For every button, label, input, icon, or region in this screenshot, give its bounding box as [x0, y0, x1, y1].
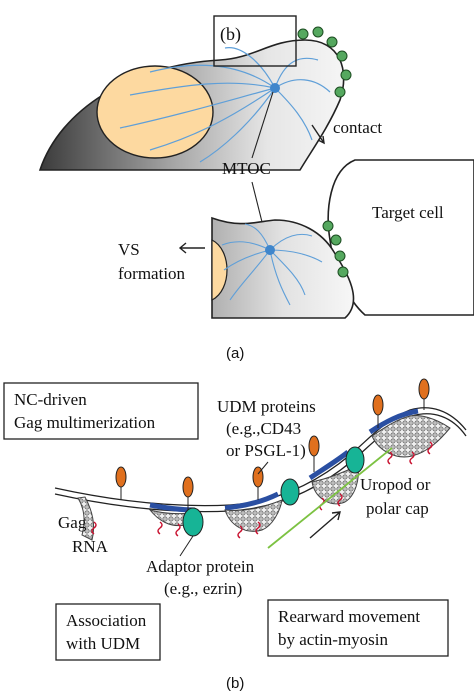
udm-proteins [115, 378, 430, 510]
nc-box-line1: NC-driven [14, 390, 87, 409]
gag-lattices [77, 415, 451, 541]
microtubules [119, 47, 331, 163]
mtoc-pointer-top [251, 91, 274, 159]
caption-a: (a) [226, 345, 244, 362]
assoc-box [55, 603, 161, 661]
nucleus [96, 65, 214, 159]
uropod-line2: polar cap [366, 499, 429, 518]
rear-line1: Rearward movement [278, 607, 420, 626]
assoc-line2: with UDM [66, 634, 140, 653]
vs-label-2: formation [118, 264, 186, 283]
nucleus-bottom [211, 239, 228, 301]
actin-filament [267, 447, 393, 549]
target-cell [327, 159, 474, 316]
udm-line1: UDM proteins [217, 397, 316, 416]
target-cell-label: Target cell [372, 203, 444, 222]
panel-a: (b) contact MTOC Target cell [38, 15, 474, 362]
microtubules-bottom [221, 223, 323, 306]
uropod-line1: Uropod or [360, 475, 431, 494]
rearward-arrow [309, 511, 341, 539]
adaptor-pointer [179, 535, 194, 557]
vs-arrow [178, 242, 205, 254]
virions-synapse [322, 220, 349, 278]
caption-b: (b) [226, 675, 244, 692]
nc-box-line2: Gag multimerization [14, 413, 156, 432]
rear-line2: by actin-myosin [278, 630, 389, 649]
contact-arrow [311, 124, 325, 144]
contact-label: contact [333, 118, 382, 137]
rear-box [267, 599, 449, 657]
mtoc-label: MTOC [222, 159, 271, 178]
rna-strands [91, 441, 433, 539]
adaptor-line2: (e.g., ezrin) [164, 579, 242, 598]
vs-label-1: VS [118, 240, 140, 259]
panel-b: NC-driven Gag multimerization UDM protei… [3, 378, 467, 692]
adaptor-proteins [182, 446, 365, 537]
udm-pointer [257, 461, 269, 475]
adaptor-line1: Adaptor protein [146, 557, 255, 576]
nc-box [3, 382, 199, 440]
assoc-line1: Association [66, 611, 147, 630]
udm-line3: or PSGL-1) [226, 441, 306, 460]
box-label-b: (b) [220, 24, 241, 45]
gag-label: Gag [58, 513, 87, 532]
zoom-box-b [213, 15, 297, 67]
udm-line2: (e.g.,CD43 [226, 419, 301, 438]
mtoc-bottom [265, 245, 275, 255]
virions-top [297, 26, 352, 98]
mtoc-top [270, 83, 280, 93]
rna-label: RNA [72, 537, 109, 556]
